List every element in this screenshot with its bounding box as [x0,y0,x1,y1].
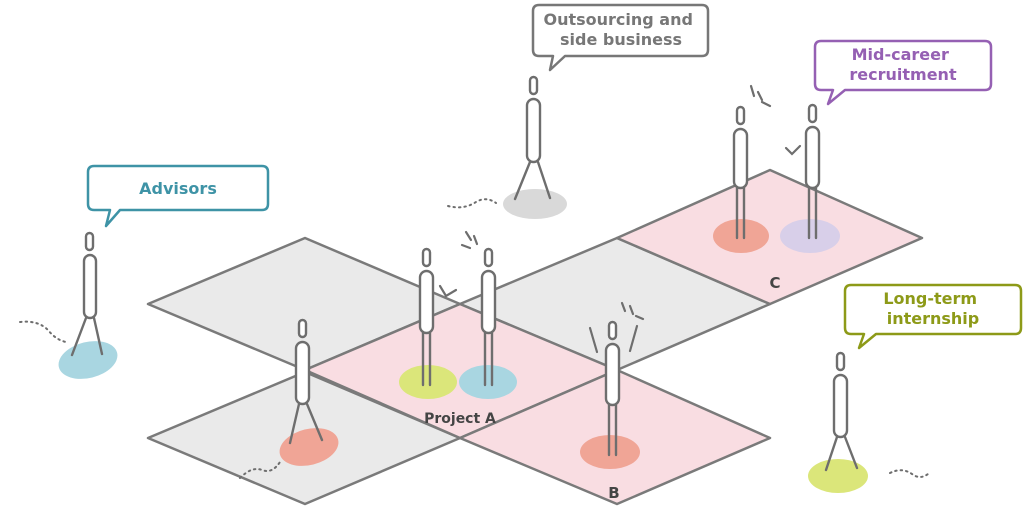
person-tile-c-left [732,84,772,240]
bubble-internship-text: Long-term internship [883,289,982,328]
tile-label-project-a: Project A [424,411,496,427]
person-walker-left [239,318,324,479]
shadow-project-a-yellow [399,365,457,399]
bubble-outsourcing-text: Outsourcing and side business [543,10,698,49]
bubble-midcareer-text: Mid-career recruitment [849,45,957,84]
person-project-a-left [418,247,458,387]
shadow-outsourcing [503,189,567,219]
tile-label-b: B [608,484,619,502]
shadow-tile-c-orange [713,219,769,253]
person-advisors [19,231,104,357]
bubble-advisors-text: Advisors [139,179,217,198]
shadow-project-a-blue [459,365,517,399]
person-outsourcing [447,75,552,209]
tile-c [615,168,924,306]
shadow-internship [808,459,868,493]
shadow-walker-left [279,428,339,466]
person-midcareer [784,103,821,240]
bubble-internship: Long-term internship [843,283,1023,350]
bubble-midcareer: Mid-career recruitment [813,39,993,106]
tile-label-c: C [769,274,780,292]
person-tile-b [588,301,645,457]
person-project-a-right [460,230,497,387]
person-internship [824,351,929,478]
bubble-advisors: Advisors [86,164,270,228]
bubble-outsourcing: Outsourcing and side business [531,3,710,72]
